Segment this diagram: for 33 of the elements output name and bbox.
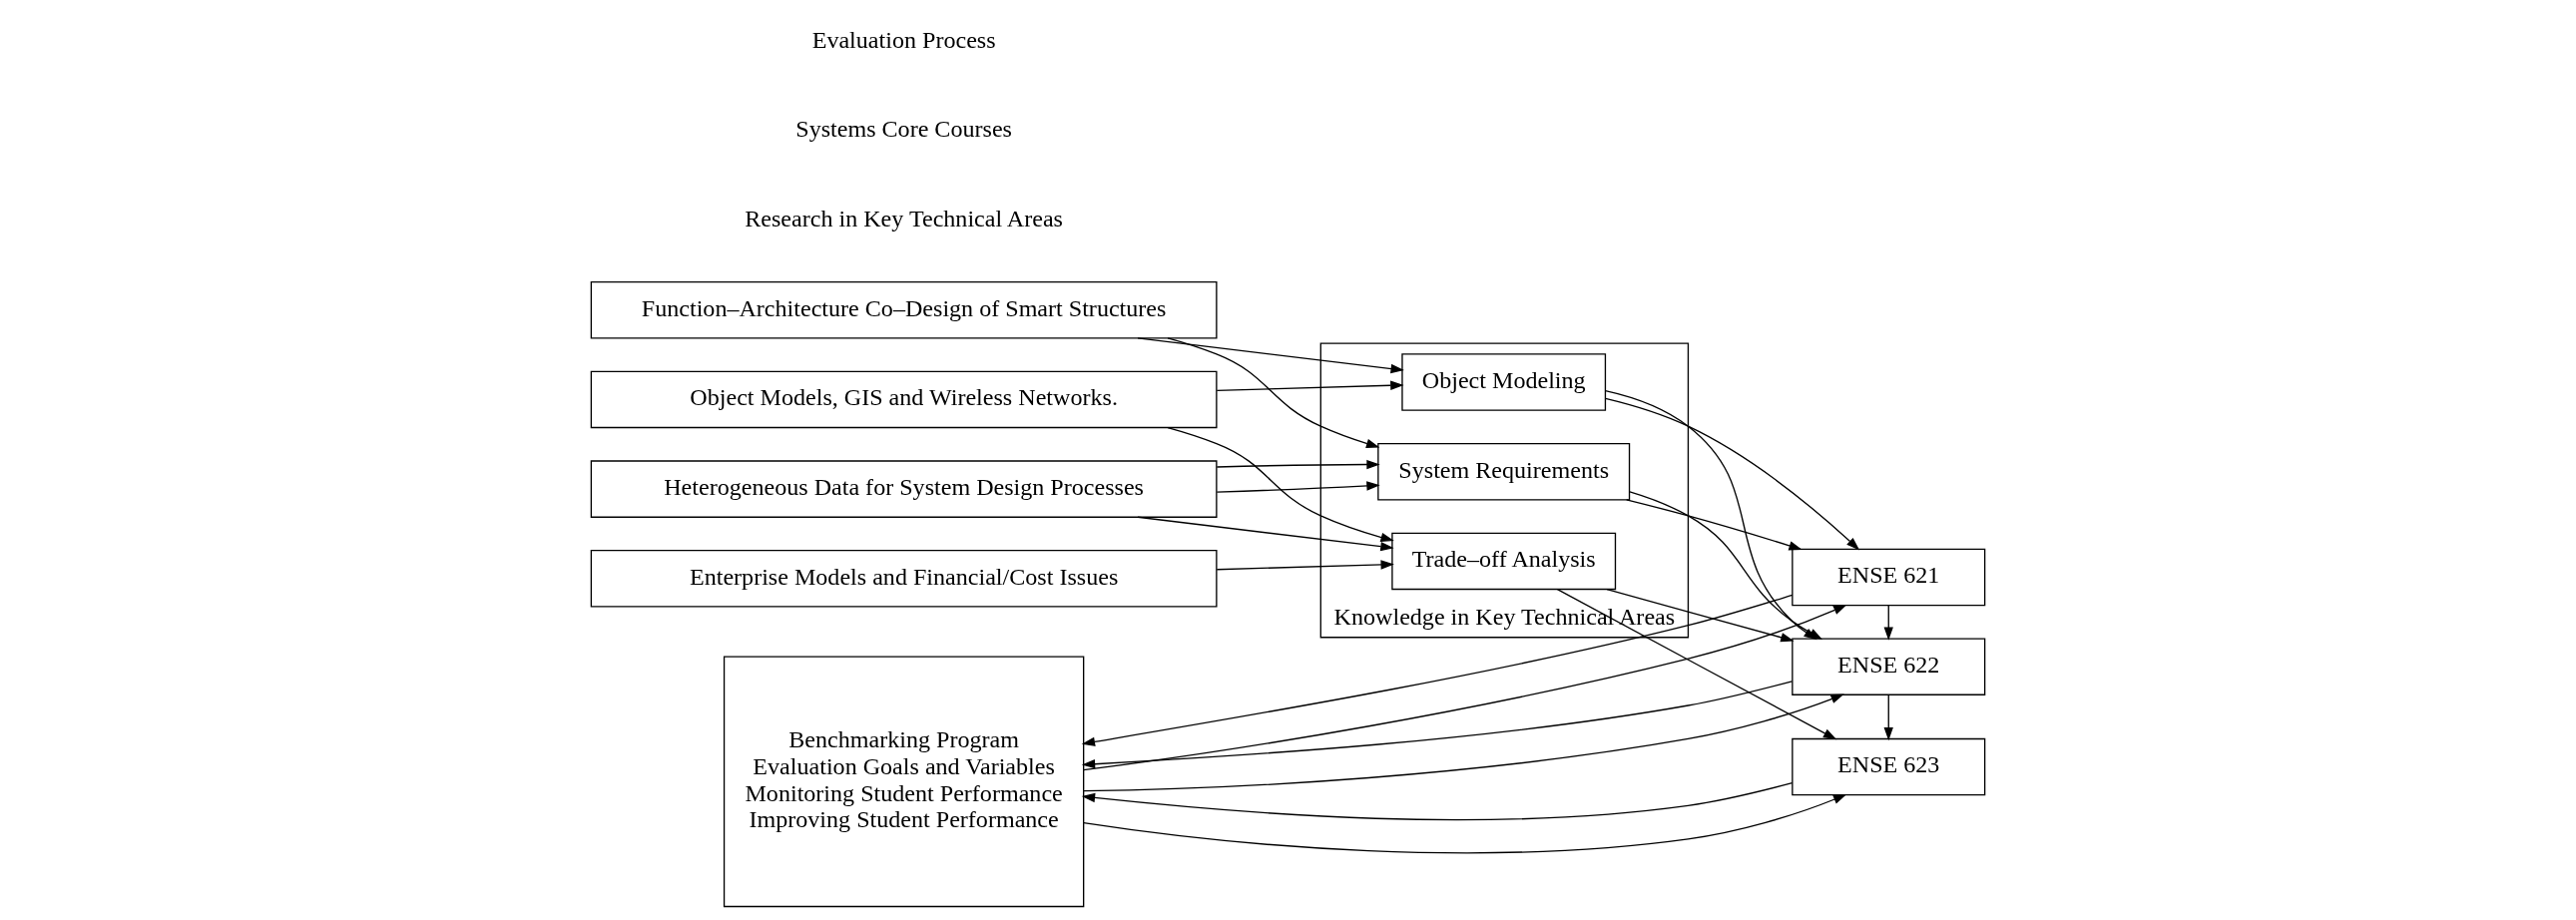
arrow [1604, 397, 1860, 551]
arrow [1626, 499, 1803, 551]
label: Systems Core Courses [795, 116, 1012, 143]
arrow [1081, 782, 1794, 821]
node-box: Trade–off Analysis [1391, 532, 1617, 591]
arrow [1083, 604, 1847, 771]
node-box: ENSE 623 [1792, 737, 1986, 796]
node-box: Object Modeling [1401, 353, 1607, 411]
label: Evaluation Process [811, 26, 996, 53]
node-box: Enterprise Models and Financial/Cost Issues [590, 550, 1218, 608]
node-box: Benchmarking Program Evaluation Goals and Variables Monitoring Student Performance Improving Student Performance [723, 656, 1085, 908]
arrow [1081, 594, 1794, 746]
node-box: ENSE 621 [1792, 548, 1986, 607]
arrow [1883, 605, 1893, 641]
node-box: Heterogeneous Data for System Design Processes [590, 460, 1218, 518]
arrow [1606, 588, 1795, 643]
arrow [1083, 793, 1847, 854]
node-box: ENSE 622 [1792, 638, 1986, 695]
arrow [1556, 588, 1837, 740]
arrow [1216, 459, 1380, 470]
arrow [1216, 560, 1394, 571]
label: Research in Key Technical Areas [745, 205, 1064, 231]
node-box: Function–Architecture Co–Design of Smart Structures [590, 280, 1218, 339]
arrow [1083, 693, 1844, 792]
arrow [1167, 337, 1380, 449]
node-box: System Requirements [1377, 442, 1631, 501]
arrow [1883, 693, 1893, 741]
arrow [1216, 481, 1380, 493]
arrow [1081, 681, 1794, 769]
arrow [1216, 380, 1404, 391]
node-box: Object Models, GIS and Wireless Networks. [590, 370, 1218, 429]
arrow [1137, 337, 1404, 374]
arrow [1137, 516, 1394, 552]
